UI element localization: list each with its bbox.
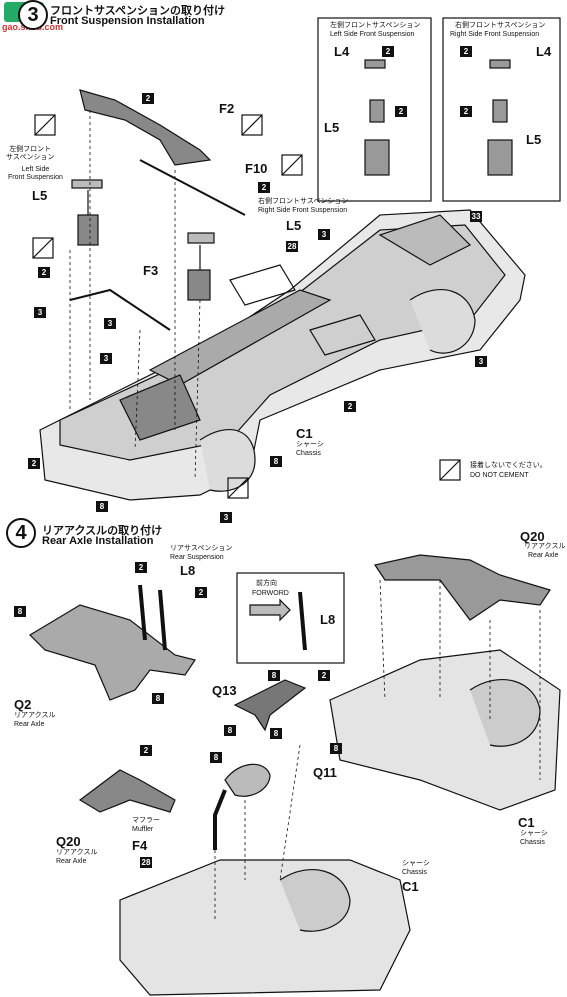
rear-susp-jp: リアサスペンション [170,545,233,552]
part-box-8: 8 [330,743,342,754]
forword-inset-frame [236,572,345,664]
part-box-8: 8 [96,501,108,512]
part-box-2: 2 [460,106,472,117]
inset-left-l4: L4 [334,44,350,59]
label-q20-top: Q20 [520,529,545,544]
label-q2: Q2 [14,697,32,712]
part-box-2: 2 [195,587,207,598]
inset-right-l5: L5 [526,132,542,147]
part-box-2: 2 [395,106,407,117]
right-susp-jp: 右側フロントサスペンション [258,198,349,205]
do-not-cement-en: DO NOT CEMENT [470,472,529,479]
part-box-33: 33 [470,211,482,222]
label-c1-bottom: C1 [402,879,419,894]
label-c1-jp: シャーシ [296,441,324,448]
rear-axle-q20-left [78,769,176,813]
label-l8-inset: L8 [320,612,336,627]
part-box-3: 3 [34,307,46,318]
label-f10: F10 [245,161,268,176]
label-q20-en: Rear Axle [56,858,87,865]
part-box-2: 2 [258,182,270,193]
part-box-2: 2 [135,562,147,573]
part-box-8: 8 [270,456,282,467]
part-box-28: 28 [286,241,298,252]
inset-left-l5: L5 [324,120,340,135]
label-c1-right: C1 [518,815,535,830]
label-l8: L8 [180,563,196,578]
inset-left-title-jp: 左側フロントサスペンション [330,22,421,29]
step-4-title-jp: リアアクスルの取り付け [42,525,163,537]
label-c1-en: Chassis [296,450,321,457]
part-box-3: 3 [100,353,112,364]
label-f3: F3 [143,263,159,278]
left-susp-en: Left Side Front Suspension [8,166,63,181]
stabilizer-f10 [139,159,246,216]
label-l5-right: L5 [286,218,302,233]
part-box-2: 2 [344,401,356,412]
part-box-8: 8 [152,693,164,704]
step-3-title-en: Front Suspension Installation [50,15,205,27]
label-l5-left: L5 [32,188,48,203]
inset-right-l4: L4 [536,44,552,59]
part-box-8: 8 [270,728,282,739]
part-box-8: 8 [268,670,280,681]
step-3-title-jp: フロントサスペンションの取り付け [50,5,226,17]
part-box-2: 2 [142,93,154,104]
rear-susp-en: Rear Suspension [170,554,224,561]
part-box-2: 2 [460,46,472,57]
part-box-3: 3 [220,512,232,523]
part-box-2: 2 [140,745,152,756]
rear-suspension-l8 [138,584,167,651]
label-c1-bottom-en: Chassis [402,869,427,876]
label-f4-en: Muffler [132,826,154,833]
inset-right-title-en: Right Side Front Suspension [450,31,540,38]
part-box-8: 8 [224,725,236,736]
inset-left-title-en: Left Side Front Suspension [330,31,415,38]
label-c1-right-jp: シャーシ [520,830,548,837]
step-3-number: 3 [18,0,48,30]
bracket-q13 [233,679,307,732]
part-box-2: 2 [38,267,50,278]
forword-en: FORWORD [252,590,289,597]
label-q20-top-en: Rear Axle [528,552,559,559]
part-box-3: 3 [318,229,330,240]
label-f4-jp: マフラー [132,817,160,824]
muffler-f4 [224,763,271,797]
label-q2-jp: リアアクスル [14,712,56,719]
front-arm-f2 [79,89,212,166]
step-4-title-en: Rear Axle Installation [42,535,154,547]
part-box-3: 3 [475,356,487,367]
rear-chassis-bottom [119,859,411,996]
label-q20: Q20 [56,834,81,849]
rear-axle-q2 [29,604,196,701]
label-c1-right-en: Chassis [520,839,545,846]
left-susp-jp: 左側フロント サスペンション [6,146,55,161]
rear-axle-q20-top [374,554,551,621]
part-box-28: 28 [140,857,152,868]
label-q20-top-jp: リアアクスル [524,543,566,550]
right-susp-en: Right Side Front Suspension [258,207,348,214]
label-q11: Q11 [313,765,337,780]
label-q2-en: Rear Axle [14,721,45,728]
do-not-cement-jp: 接着しないでください。 [470,462,547,469]
part-box-8: 8 [210,752,222,763]
label-c1-bottom-jp: シャーシ [402,860,430,867]
label-c1: C1 [296,426,313,441]
label-f2: F2 [219,101,235,116]
part-box-2: 2 [28,458,40,469]
forword-jp: 前方向 [256,580,277,587]
part-box-8: 8 [14,606,26,617]
part-box-2: 2 [382,46,394,57]
part-box-2: 2 [318,670,330,681]
label-f4: F4 [132,838,148,853]
step-4-number: 4 [6,518,36,548]
label-q13: Q13 [212,683,237,698]
label-q20-jp: リアアクスル [56,849,98,856]
inset-right-title-jp: 右側フロントサスペンション [455,22,546,29]
part-box-3: 3 [104,318,116,329]
